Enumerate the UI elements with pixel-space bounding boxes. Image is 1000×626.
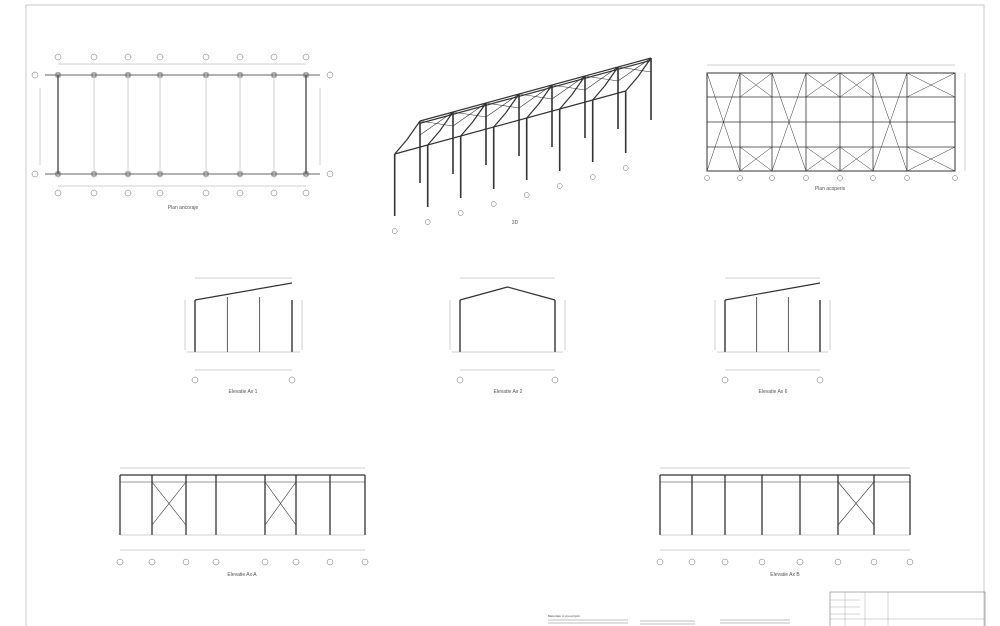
elevation-ax-a xyxy=(116,467,369,566)
grid-bubble xyxy=(288,376,296,384)
grid-bubble xyxy=(236,53,244,61)
grid-bubble xyxy=(292,558,300,566)
grid-bubble xyxy=(90,53,98,61)
notes-title: Materiale si prescriptii xyxy=(548,614,580,618)
grid-bubble xyxy=(456,376,464,384)
grid-bubble xyxy=(737,175,743,181)
elevation-ax-1 xyxy=(184,277,303,384)
grid-bubble xyxy=(261,558,269,566)
grid-bubble xyxy=(148,558,156,566)
elevation-ax-b-label: Elevatie Ax B xyxy=(770,572,800,578)
grid-bubble xyxy=(424,219,431,225)
isometric-3d-label: 3D xyxy=(511,220,519,226)
grid-bubble xyxy=(656,558,664,566)
grid-bubble xyxy=(202,53,210,61)
grid-bubble xyxy=(457,210,464,216)
grid-bubble xyxy=(270,189,278,197)
grid-bubble xyxy=(870,558,878,566)
grid-bubble xyxy=(202,189,210,197)
grid-bubble xyxy=(302,189,310,197)
plan-ancoraje xyxy=(31,53,334,197)
elevation-ax-b xyxy=(656,467,914,566)
grid-bubble xyxy=(803,175,809,181)
grid-bubble xyxy=(212,558,220,566)
grid-bubble xyxy=(236,189,244,197)
grid-bubble xyxy=(116,558,124,566)
grid-bubble xyxy=(490,201,497,207)
elevation-ax-2-label: Elevatie Ax 2 xyxy=(493,389,523,395)
grid-bubble xyxy=(270,53,278,61)
isometric-3d xyxy=(391,57,652,234)
grid-bubble xyxy=(326,558,334,566)
grid-bubble xyxy=(361,558,369,566)
elevation-ax-1-label: Elevatie Ax 1 xyxy=(228,389,258,395)
grid-bubble xyxy=(769,175,775,181)
grid-bubble xyxy=(302,53,310,61)
grid-bubble xyxy=(758,558,766,566)
grid-bubble xyxy=(326,170,334,178)
elevation-ax-6-label: Elevatie Ax 6 xyxy=(758,389,788,395)
elevation-ax-2 xyxy=(449,277,566,384)
grid-bubble xyxy=(904,175,910,181)
grid-bubble xyxy=(31,170,39,178)
notes-text xyxy=(548,619,790,625)
sheet-frame xyxy=(25,4,985,626)
grid-bubble xyxy=(54,53,62,61)
grid-bubble xyxy=(391,228,398,234)
elevation-ax-6 xyxy=(714,277,831,384)
title-block xyxy=(829,591,986,626)
grid-bubble xyxy=(31,71,39,79)
plan-acoperis-label: Plan acoperis xyxy=(814,186,846,192)
grid-bubble xyxy=(589,174,596,180)
grid-bubble xyxy=(688,558,696,566)
grid-bubble xyxy=(870,175,876,181)
grid-bubble xyxy=(721,558,729,566)
grid-bubble xyxy=(124,189,132,197)
grid-bubble xyxy=(156,53,164,61)
grid-bubble xyxy=(952,175,958,181)
grid-bubble xyxy=(182,558,190,566)
plan-ancoraje-label: Plan ancoraje xyxy=(167,205,199,211)
grid-bubble xyxy=(523,192,530,198)
grid-bubble xyxy=(191,376,199,384)
grid-bubble xyxy=(834,558,842,566)
grid-bubble xyxy=(816,376,824,384)
grid-bubble xyxy=(704,175,710,181)
plan-acoperis xyxy=(704,64,966,181)
grid-bubble xyxy=(906,558,914,566)
grid-bubble xyxy=(124,53,132,61)
grid-bubble xyxy=(556,183,563,189)
grid-bubble xyxy=(90,189,98,197)
grid-bubble xyxy=(796,558,804,566)
elevation-ax-a-label: Elevatie Ax A xyxy=(227,572,257,578)
grid-bubble xyxy=(326,71,334,79)
grid-bubble xyxy=(551,376,559,384)
grid-bubble xyxy=(721,376,729,384)
grid-bubble xyxy=(156,189,164,197)
grid-bubble xyxy=(837,175,843,181)
grid-bubble xyxy=(54,189,62,197)
grid-bubble xyxy=(622,165,629,171)
